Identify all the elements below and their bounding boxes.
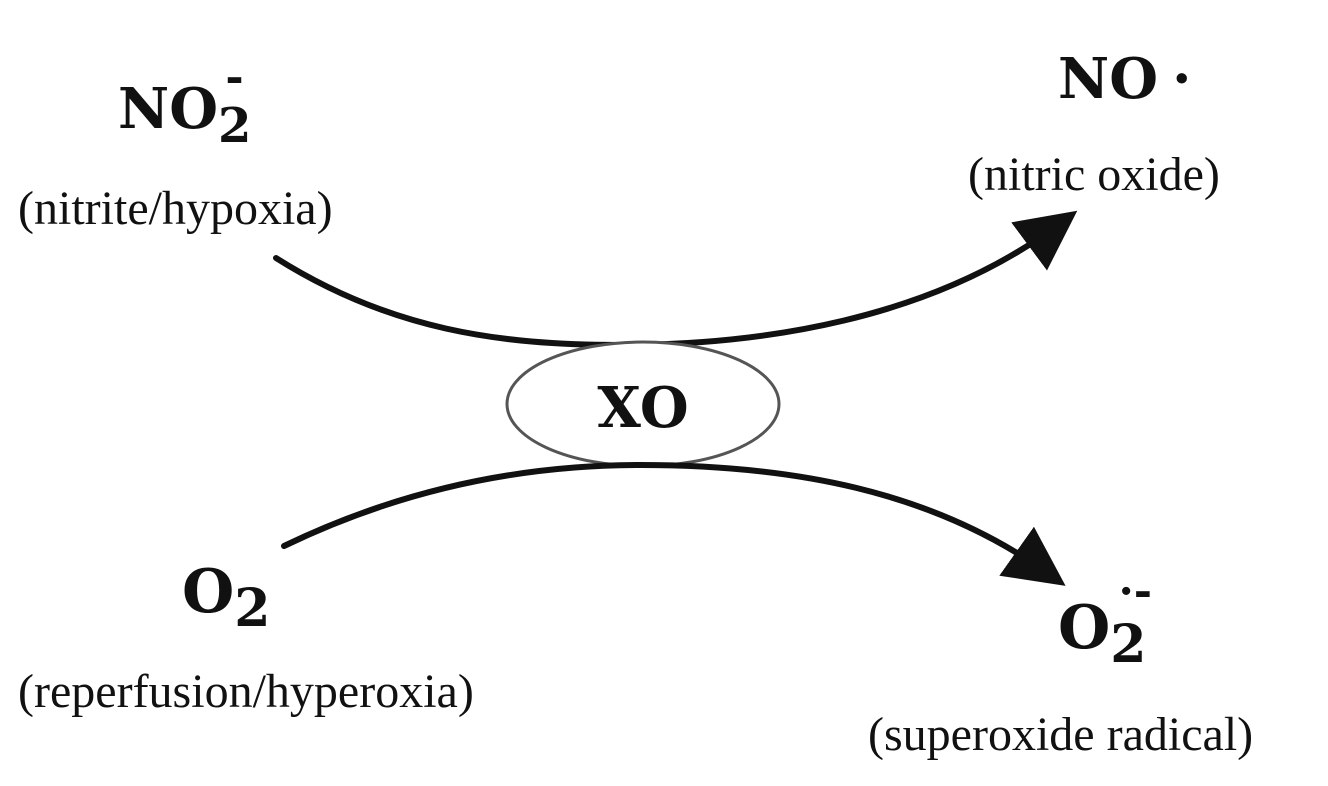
oxygen-formula: O2 xyxy=(182,557,270,639)
oxygen-to-superoxide-arrow xyxy=(281,461,1066,586)
oxygen-label: (reperfusion/hyperoxia) xyxy=(18,665,474,718)
nitric-oxide-label: (nitric oxide) xyxy=(968,148,1220,201)
xo-enzyme-label: XO xyxy=(597,375,688,441)
nitrite-to-nitric-oxide-arrow xyxy=(273,210,1078,349)
superoxide-formula: O2·- xyxy=(1058,566,1152,675)
superoxide-label: (superoxide radical) xyxy=(868,708,1253,761)
nitrite-formula: NO2- xyxy=(118,52,251,154)
nitric-oxide-formula: NO· xyxy=(1058,46,1191,112)
nitrite-label: (nitrite/hypoxia) xyxy=(18,182,333,235)
